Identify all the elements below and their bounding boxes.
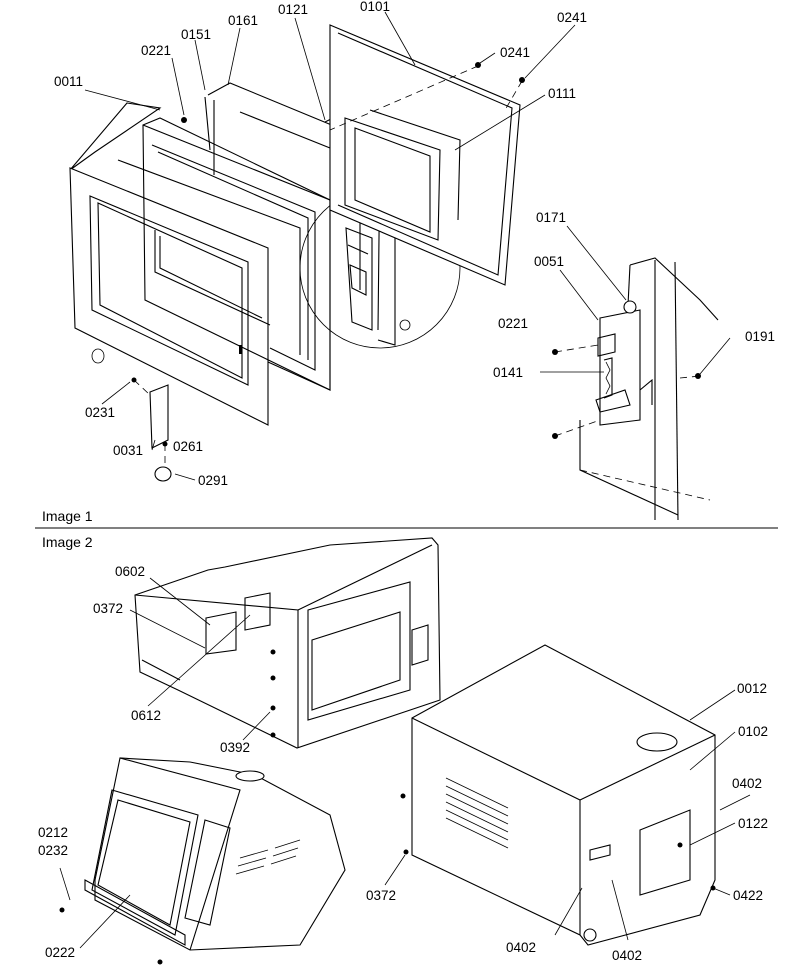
callout-label: 0221 xyxy=(141,43,171,58)
callout-label: 0291 xyxy=(198,473,228,488)
callout-label: 0612 xyxy=(131,708,161,723)
callout-label: 0051 xyxy=(534,254,564,269)
image1-callouts: 0011 0221 0151 0161 0121 0101 0241 0241 … xyxy=(54,0,775,488)
callout-label: 0031 xyxy=(113,443,143,458)
section-label-image2: Image 2 xyxy=(42,534,93,550)
callout-label: 0231 xyxy=(85,405,115,420)
section-label-image1: Image 1 xyxy=(42,508,93,524)
callout-label: 0372 xyxy=(366,888,396,903)
callout-label: 0392 xyxy=(220,740,250,755)
callout-label: 0372 xyxy=(93,601,123,616)
callout-label: 0402 xyxy=(506,940,536,955)
callout-label: 0422 xyxy=(733,888,763,903)
callout-label: 0261 xyxy=(173,439,203,454)
callout-label: 0602 xyxy=(115,564,145,579)
callout-label: 0241 xyxy=(557,10,587,25)
callout-label: 0012 xyxy=(737,681,767,696)
callout-label: 0241 xyxy=(500,45,530,60)
callout-leaders xyxy=(59,11,751,949)
callout-label: 0151 xyxy=(181,27,211,42)
callout-label: 0121 xyxy=(278,2,308,17)
callout-label: 0102 xyxy=(738,724,768,739)
callout-label: 0161 xyxy=(228,13,258,28)
callout-label: 0191 xyxy=(745,329,775,344)
callout-label: 0402 xyxy=(612,948,642,963)
callout-label: 0011 xyxy=(54,74,83,89)
callout-label: 0232 xyxy=(38,843,68,858)
callout-label: 0221 xyxy=(498,316,528,331)
callout-label: 0111 xyxy=(548,86,576,101)
callout-label: 0122 xyxy=(738,816,768,831)
callout-label: 0222 xyxy=(45,945,75,960)
callout-label: 0101 xyxy=(360,0,390,14)
cabinet-assembly-drawing xyxy=(59,537,716,965)
callout-label: 0402 xyxy=(732,776,762,791)
callout-label: 0141 xyxy=(493,365,523,380)
door-assembly-drawing xyxy=(69,24,719,521)
callout-label: 0171 xyxy=(536,210,566,225)
callout-label: 0212 xyxy=(38,825,68,840)
image2-callouts: 0602 0372 0612 0392 0012 0102 0402 0122 … xyxy=(38,564,768,963)
